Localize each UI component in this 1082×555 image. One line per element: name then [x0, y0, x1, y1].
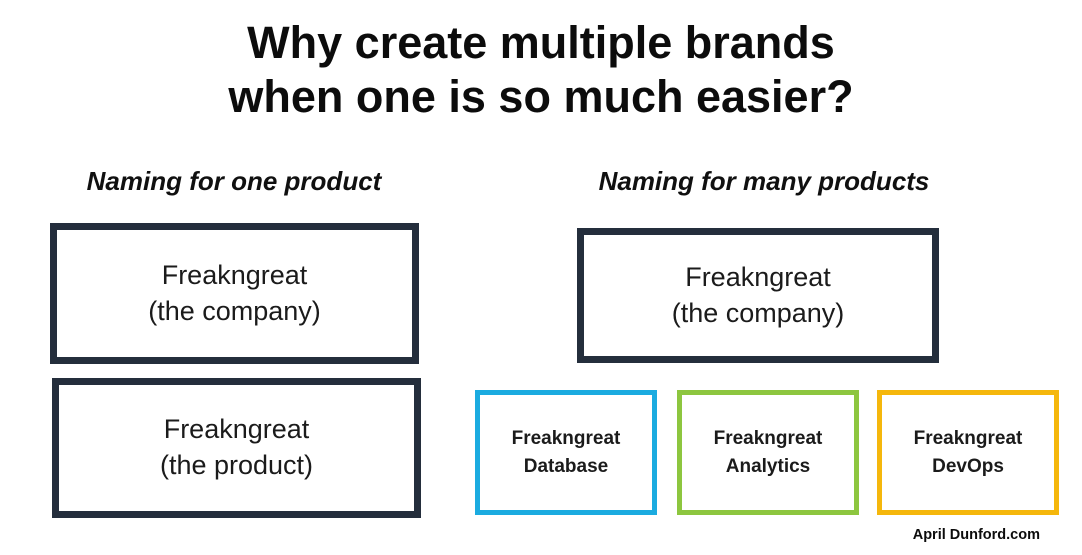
- box-right-company-qualifier: (the company): [671, 297, 845, 328]
- box-product-devops-name: Freakngreat: [913, 427, 1023, 449]
- page-title-line2: when one is so much easier?: [228, 71, 854, 122]
- box-right-company: Freakngreat (the company): [577, 228, 939, 363]
- box-product-database-label: Database: [523, 455, 609, 477]
- box-product-analytics: Freakngreat Analytics: [677, 390, 859, 515]
- box-product-devops: Freakngreat DevOps: [877, 390, 1059, 515]
- box-left-product-name: Freakngreat: [163, 414, 310, 445]
- box-product-devops-label: DevOps: [932, 455, 1004, 477]
- box-product-analytics-label: Analytics: [725, 455, 811, 477]
- attribution: April Dunford.com: [912, 527, 1040, 543]
- page-title-line1: Why create multiple brands: [247, 17, 835, 68]
- box-left-product-qualifier: (the product): [159, 450, 314, 480]
- box-product-database-name: Freakngreat: [511, 427, 621, 449]
- box-right-company-name: Freakngreat: [685, 261, 831, 292]
- box-left-company: Freakngreat (the company): [50, 223, 419, 364]
- heading-many-products: Naming for many products: [598, 166, 930, 196]
- box-product-analytics-name: Freakngreat: [713, 427, 823, 449]
- box-left-product: Freakngreat (the product): [52, 378, 421, 518]
- box-left-company-qualifier: (the company): [148, 295, 321, 326]
- heading-one-product: Naming for one product: [86, 166, 382, 196]
- box-product-database: Freakngreat Database: [475, 390, 657, 515]
- box-left-company-name: Freakngreat: [161, 259, 308, 290]
- page-title: Why create multiple brands when one is s…: [0, 16, 1082, 124]
